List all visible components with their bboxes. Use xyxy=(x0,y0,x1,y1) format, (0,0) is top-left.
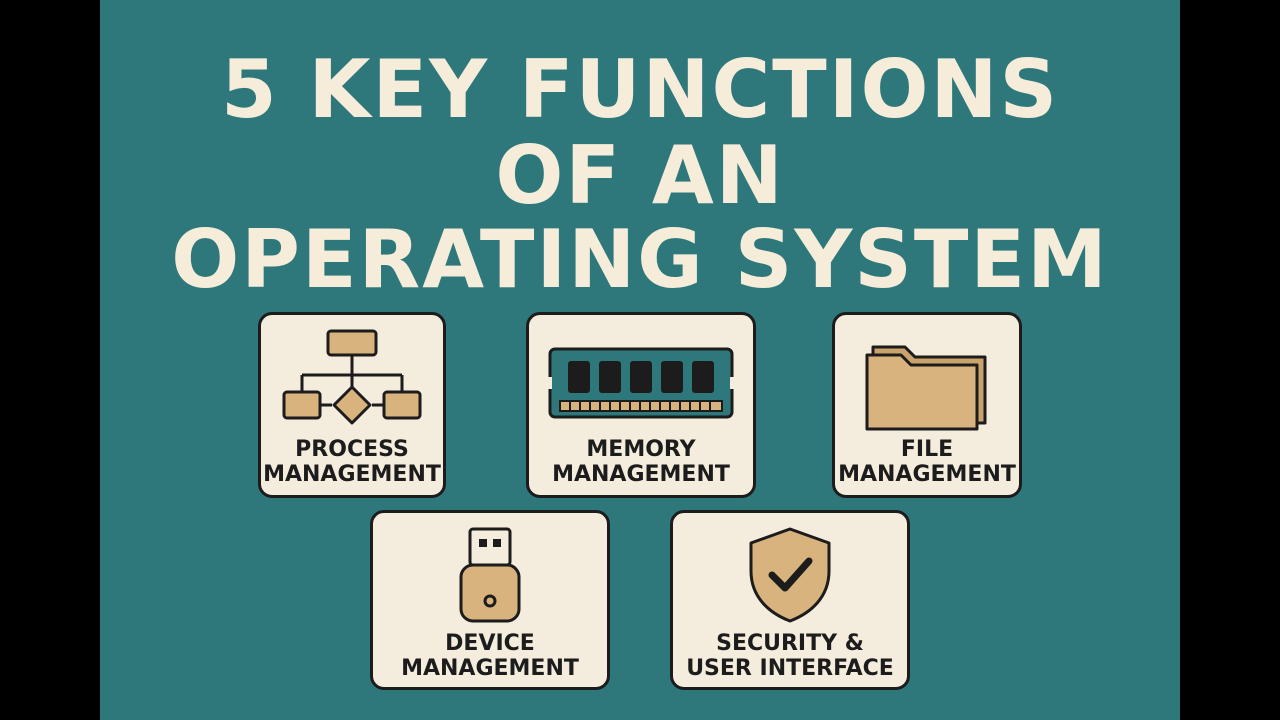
card-label-line-1: DEVICE xyxy=(445,631,535,656)
shield-check-icon xyxy=(673,525,907,625)
title-line-2: OF AN xyxy=(495,129,785,222)
card-label-line-1: MEMORY xyxy=(586,437,696,462)
card-label-line-1: FILE xyxy=(900,437,954,462)
folder-icon xyxy=(835,333,1019,433)
card-label-line-2: MANAGEMENT xyxy=(552,462,730,487)
card-label-line-2: USER INTERFACE xyxy=(686,656,894,681)
card-label-line-2: MANAGEMENT xyxy=(401,656,579,681)
title-line-3: OPERATING SYSTEM xyxy=(171,213,1109,306)
card-label-line-2: MANAGEMENT xyxy=(838,462,1016,487)
card-label-line-2: MANAGEMENT xyxy=(263,462,441,487)
card-process-management: PROCESS MANAGEMENT xyxy=(258,312,446,498)
card-file-management: FILE MANAGEMENT xyxy=(832,312,1022,498)
card-label-line-1: PROCESS xyxy=(295,437,409,462)
flowchart-icon xyxy=(261,327,443,427)
card-memory-management: MEMORY MANAGEMENT xyxy=(526,312,756,498)
poster: 5 KEY FUNCTIONS OF AN OPERATING SYSTEM xyxy=(100,0,1180,720)
usb-drive-icon xyxy=(373,525,607,625)
card-security-user-interface: SECURITY & USER INTERFACE xyxy=(670,510,910,690)
title-line-1: 5 KEY FUNCTIONS xyxy=(220,43,1060,136)
card-device-management: DEVICE MANAGEMENT xyxy=(370,510,610,690)
card-label-line-1: SECURITY & xyxy=(716,631,864,656)
memory-module-icon xyxy=(529,345,753,421)
